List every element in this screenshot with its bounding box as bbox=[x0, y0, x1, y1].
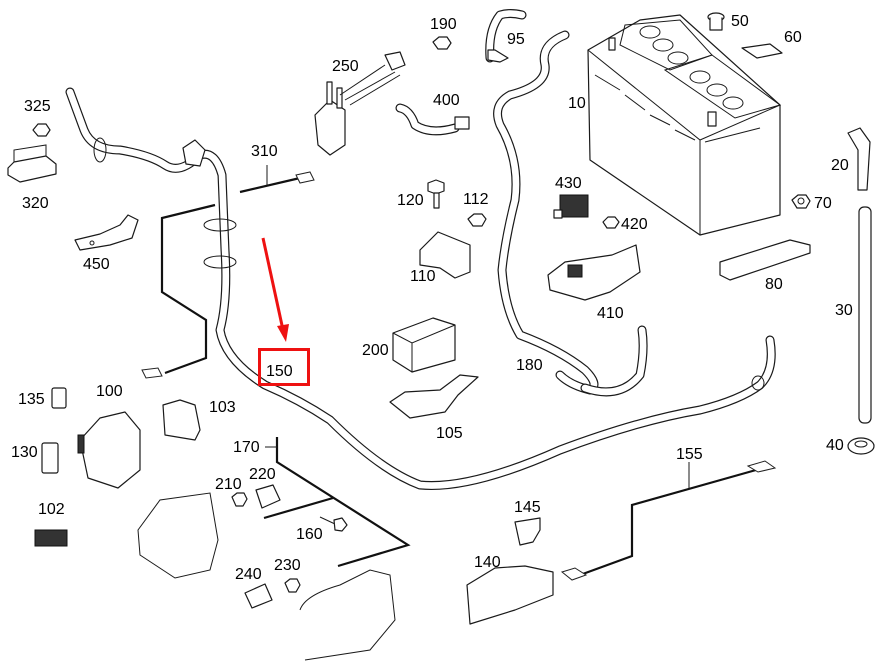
callout-95[interactable]: 95 bbox=[507, 31, 525, 48]
callout-140[interactable]: 140 bbox=[474, 554, 501, 571]
part-112-nut[interactable] bbox=[467, 213, 487, 227]
callout-240[interactable]: 240 bbox=[235, 566, 262, 583]
part-30-tube[interactable] bbox=[858, 206, 872, 424]
part-170-wire[interactable] bbox=[263, 437, 411, 568]
callout-200[interactable]: 200 bbox=[362, 342, 389, 359]
callout-70[interactable]: 70 bbox=[814, 195, 832, 212]
part-50-plug[interactable] bbox=[707, 12, 725, 31]
part-130-fitting[interactable] bbox=[41, 442, 59, 474]
callout-20[interactable]: 20 bbox=[831, 157, 849, 174]
callout-110[interactable]: 110 bbox=[410, 268, 436, 285]
part-240-bushing[interactable] bbox=[244, 583, 273, 609]
part-200-aux-battery[interactable] bbox=[392, 317, 456, 373]
part-220-bushing[interactable] bbox=[255, 484, 281, 509]
part-310-wire-harness[interactable] bbox=[141, 165, 315, 379]
part-80-pad[interactable] bbox=[719, 239, 811, 281]
callout-180[interactable]: 180 bbox=[516, 357, 543, 374]
callout-10[interactable]: 10 bbox=[568, 95, 586, 112]
callout-30[interactable]: 30 bbox=[835, 302, 853, 319]
callout-430[interactable]: 430 bbox=[555, 175, 582, 192]
highlight-arrow bbox=[261, 237, 289, 342]
part-145-fuse[interactable] bbox=[514, 517, 541, 546]
part-60-plate[interactable] bbox=[741, 43, 783, 59]
part-110-bracket[interactable] bbox=[419, 231, 471, 279]
alternator bbox=[137, 492, 219, 579]
part-400-cable[interactable] bbox=[395, 103, 470, 136]
callout-310[interactable]: 310 bbox=[251, 143, 278, 160]
callout-325[interactable]: 325 bbox=[24, 98, 51, 115]
callout-120[interactable]: 120 bbox=[397, 192, 424, 209]
part-430-relay[interactable] bbox=[553, 194, 589, 219]
callout-112[interactable]: 112 bbox=[463, 191, 489, 208]
callout-160[interactable]: 160 bbox=[296, 526, 323, 543]
callout-60[interactable]: 60 bbox=[784, 29, 802, 46]
callout-102[interactable]: 102 bbox=[38, 501, 65, 518]
part-102-connector[interactable] bbox=[34, 529, 68, 547]
starter-motor bbox=[299, 569, 396, 661]
part-190-nut[interactable] bbox=[432, 36, 452, 50]
part-20-elbow-fitting[interactable] bbox=[847, 127, 871, 191]
part-180-cable[interactable] bbox=[493, 30, 648, 397]
part-140-fuse-box[interactable] bbox=[466, 565, 554, 625]
callout-155[interactable]: 155 bbox=[676, 446, 703, 463]
part-410-fuse-holder[interactable] bbox=[547, 244, 641, 301]
part-40-grommet[interactable] bbox=[847, 437, 875, 455]
part-150-main-cable[interactable] bbox=[65, 87, 776, 491]
part-160-bolt[interactable] bbox=[319, 516, 348, 532]
part-155-wire[interactable] bbox=[560, 460, 777, 581]
part-120-bolt[interactable] bbox=[427, 179, 445, 209]
callout-400[interactable]: 400 bbox=[433, 92, 460, 109]
callout-103[interactable]: 103 bbox=[209, 399, 236, 416]
part-10-battery[interactable] bbox=[587, 14, 782, 236]
part-450-bracket[interactable] bbox=[74, 214, 139, 251]
callout-50[interactable]: 50 bbox=[731, 13, 749, 30]
callout-145[interactable]: 145 bbox=[514, 499, 541, 516]
callout-320[interactable]: 320 bbox=[22, 195, 49, 212]
callout-220[interactable]: 220 bbox=[249, 466, 276, 483]
part-230-nut[interactable] bbox=[284, 578, 301, 593]
part-70-nut[interactable] bbox=[791, 194, 811, 209]
callout-100[interactable]: 100 bbox=[96, 383, 123, 400]
callout-170[interactable]: 170 bbox=[233, 439, 260, 456]
part-95-cable-end[interactable] bbox=[485, 9, 527, 63]
highlight-box bbox=[258, 348, 310, 386]
callout-130[interactable]: 130 bbox=[11, 444, 38, 461]
part-325-nut[interactable] bbox=[32, 123, 51, 137]
callout-135[interactable]: 135 bbox=[18, 391, 45, 408]
callout-450[interactable]: 450 bbox=[83, 256, 110, 273]
callout-210[interactable]: 210 bbox=[215, 476, 242, 493]
callout-190[interactable]: 190 bbox=[430, 16, 457, 33]
part-100-relay-module[interactable] bbox=[77, 411, 141, 489]
callout-150[interactable]: 150 bbox=[266, 363, 293, 380]
callout-420[interactable]: 420 bbox=[621, 216, 648, 233]
part-250-sensor-assembly[interactable] bbox=[314, 51, 406, 156]
callout-250[interactable]: 250 bbox=[332, 58, 359, 75]
part-210-nut[interactable] bbox=[231, 492, 248, 507]
part-103-connector[interactable] bbox=[162, 399, 201, 441]
callout-410[interactable]: 410 bbox=[597, 305, 624, 322]
callout-230[interactable]: 230 bbox=[274, 557, 301, 574]
callout-105[interactable]: 105 bbox=[436, 425, 463, 442]
part-320-bracket[interactable] bbox=[7, 144, 57, 183]
part-135-fitting[interactable] bbox=[51, 387, 67, 409]
part-105-bracket[interactable] bbox=[389, 374, 479, 419]
part-420-nut[interactable] bbox=[602, 216, 620, 229]
callout-80[interactable]: 80 bbox=[765, 276, 783, 293]
callout-40[interactable]: 40 bbox=[826, 437, 844, 454]
